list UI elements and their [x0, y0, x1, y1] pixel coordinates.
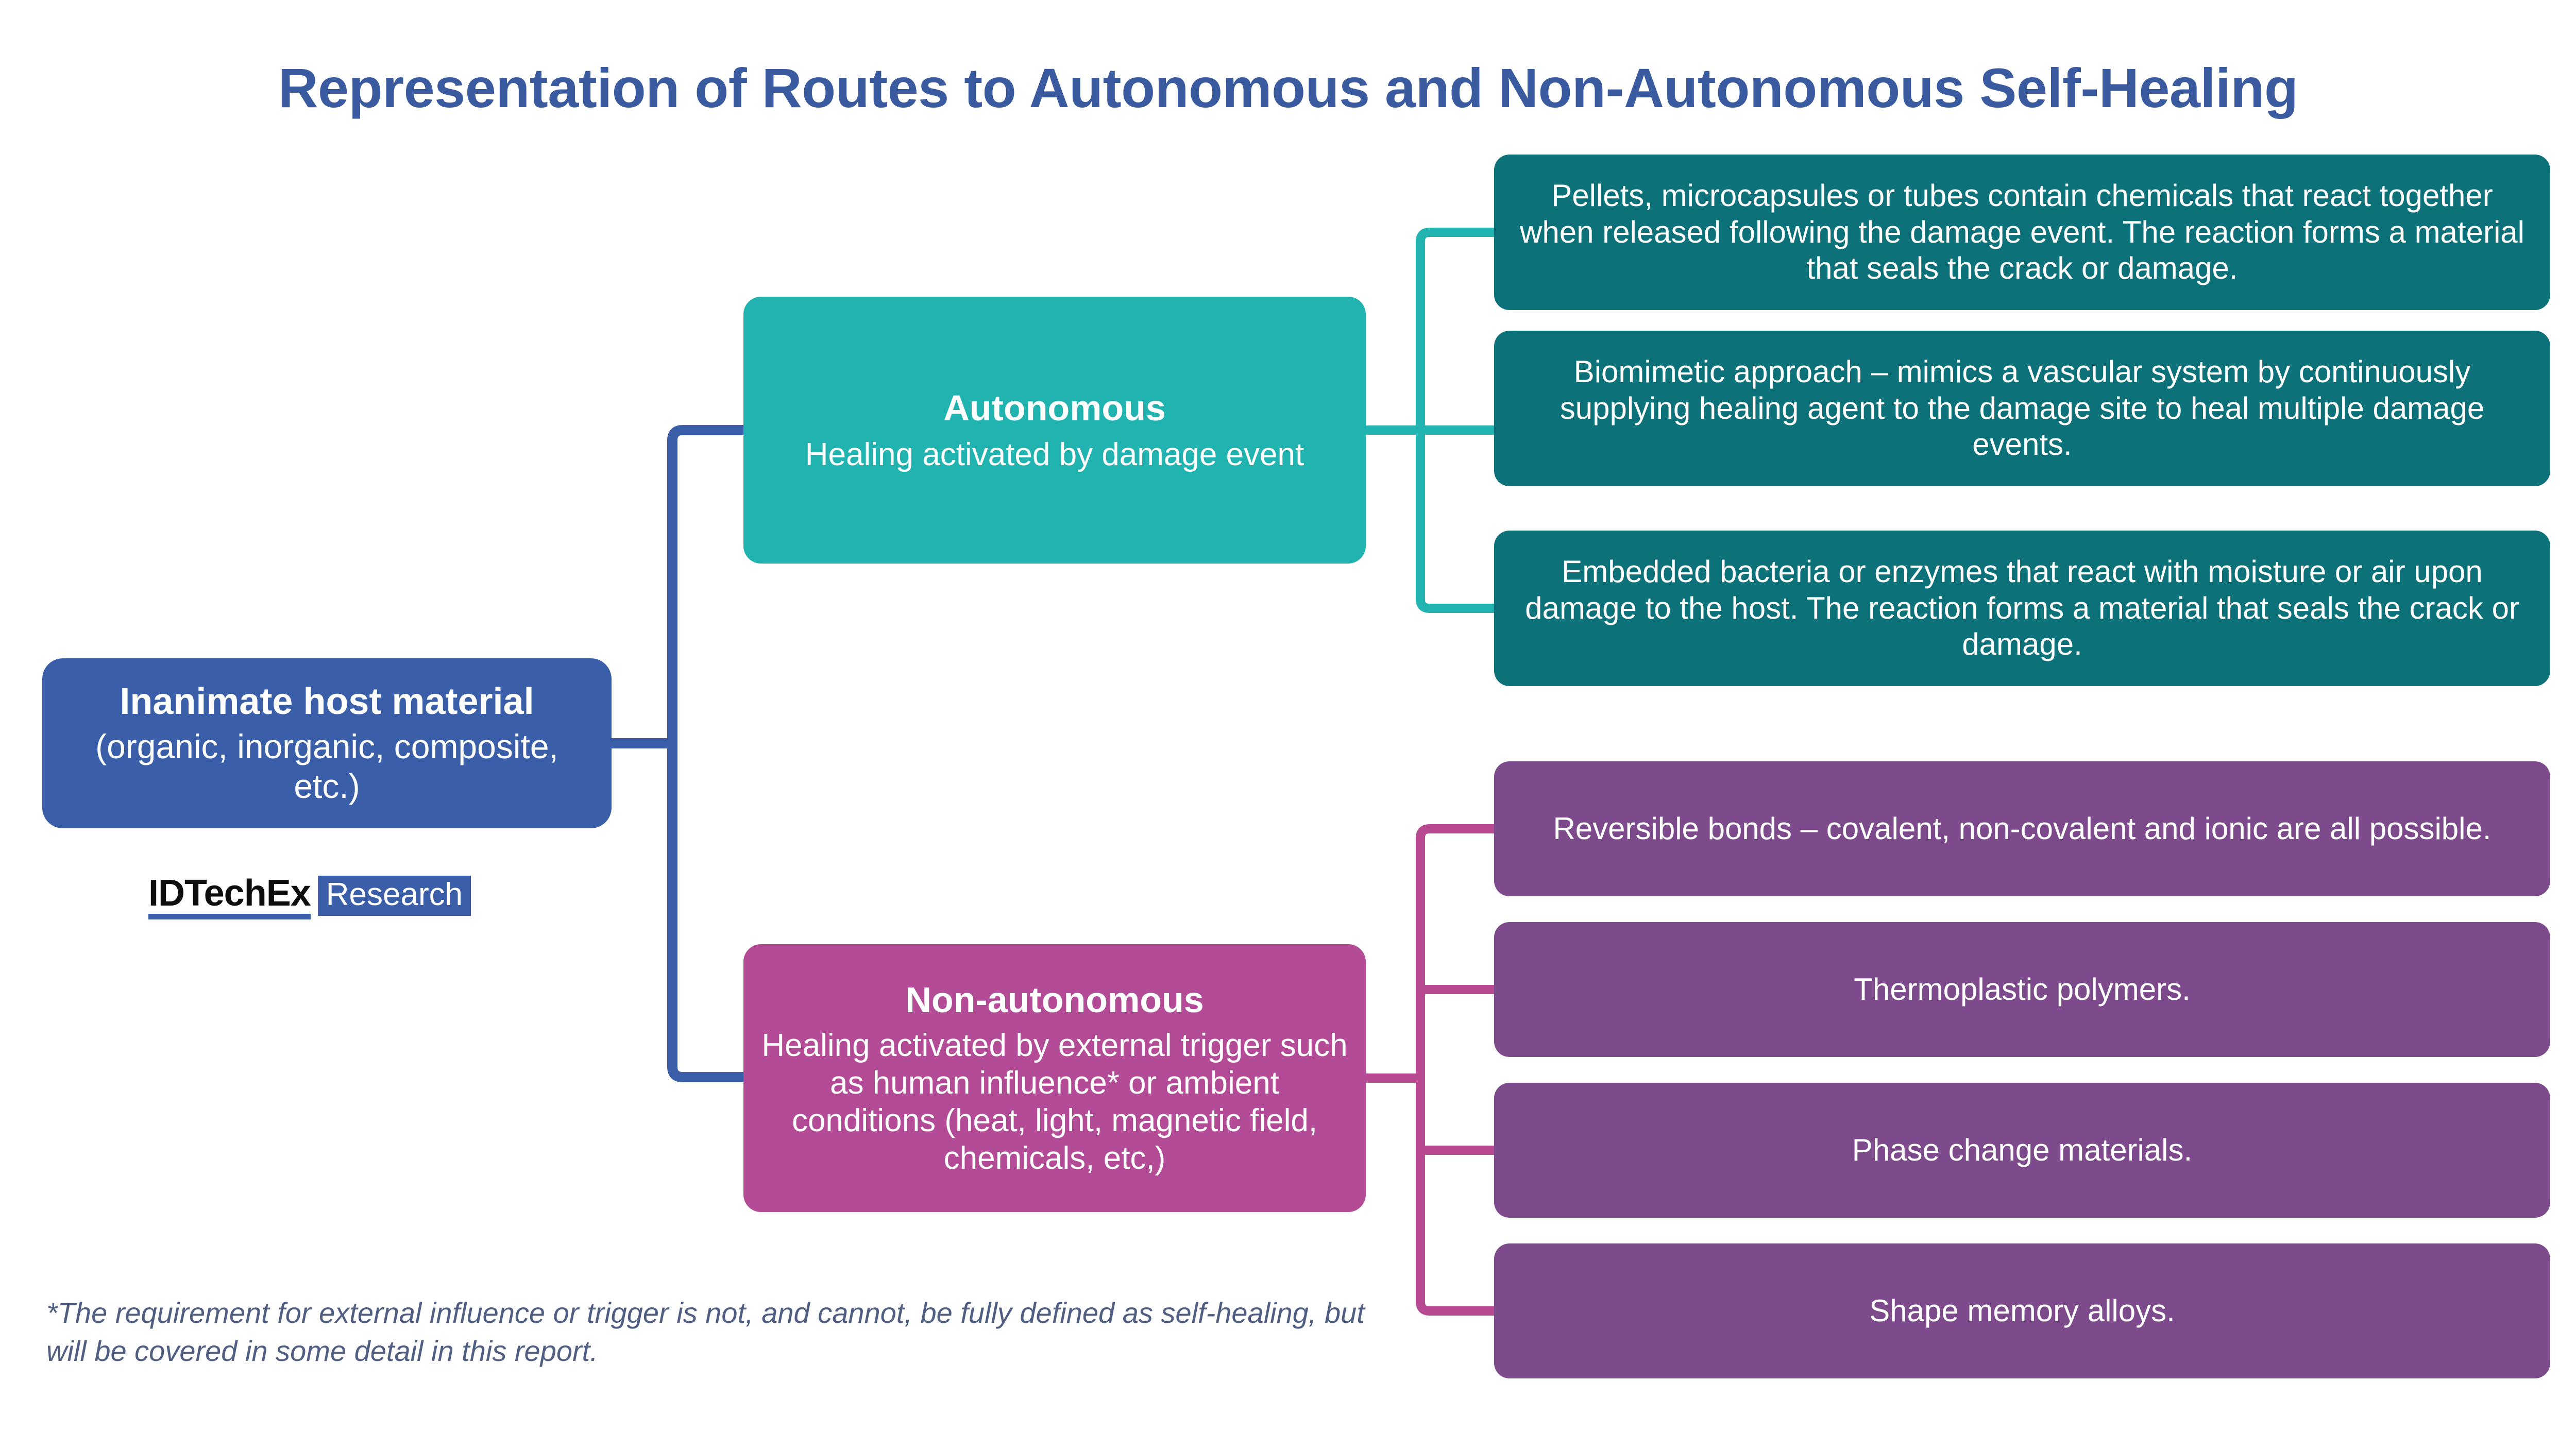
node-non-autonomous[interactable]: Non-autonomous Healing activated by exte… [743, 944, 1366, 1212]
footnote-text: *The requirement for external influence … [46, 1297, 1365, 1367]
node-non-autonomous-headline: Non-autonomous [905, 980, 1204, 1020]
node-non-autonomous-leaf-3[interactable]: Phase change materials. [1494, 1083, 2550, 1218]
node-root-headline: Inanimate host material [120, 680, 534, 722]
node-non-autonomous-leaf-1[interactable]: Reversible bonds – covalent, non-covalen… [1494, 761, 2550, 896]
node-non-autonomous-leaf-2[interactable]: Thermoplastic polymers. [1494, 922, 2550, 1057]
page-title: Representation of Routes to Autonomous a… [278, 57, 2298, 119]
connector-autonomous-branch [1416, 228, 1494, 613]
connector-root-branch [667, 425, 743, 1082]
node-root[interactable]: Inanimate host material (organic, inorga… [42, 658, 612, 828]
node-non-autonomous-subtext: Healing activated by external trigger su… [761, 1027, 1348, 1177]
node-root-subtext: (organic, inorganic, composite, etc.) [95, 727, 558, 806]
node-autonomous[interactable]: Autonomous Healing activated by damage e… [743, 297, 1366, 564]
node-autonomous-headline: Autonomous [943, 388, 1166, 429]
logo-wordmark: IDTechEx [148, 873, 311, 914]
connector-nonautonomous-branch [1416, 824, 1494, 1316]
node-autonomous-subtext: Healing activated by damage event [805, 436, 1304, 472]
node-non-autonomous-leaf-4[interactable]: Shape memory alloys. [1494, 1243, 2550, 1378]
logo-underline-rule [148, 914, 311, 920]
node-autonomous-leaf-1[interactable]: Pellets, microcapsules or tubes contain … [1494, 155, 2550, 310]
node-autonomous-leaf-3[interactable]: Embedded bacteria or enzymes that react … [1494, 531, 2550, 686]
logo-research-badge: Research [317, 876, 471, 916]
idtechex-research-logo: IDTechEx Research [148, 873, 471, 925]
logo-wordmark-wrapper: IDTechEx [148, 873, 311, 925]
node-autonomous-leaf-2[interactable]: Biomimetic approach – mimics a vascular … [1494, 331, 2550, 486]
